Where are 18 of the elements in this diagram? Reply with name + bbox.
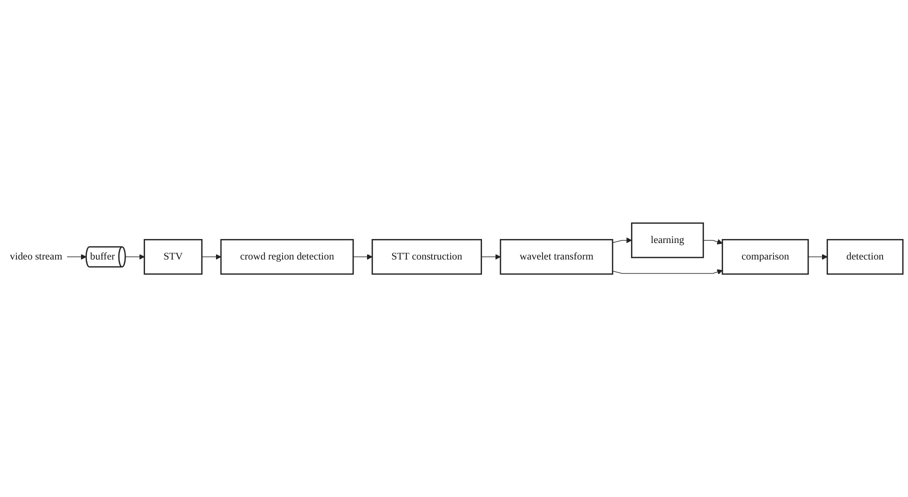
arrow (808, 254, 828, 260)
arrow (124, 254, 145, 260)
arrow (66, 254, 86, 260)
node-box: crowd region detection (220, 238, 354, 275)
arrow (612, 237, 632, 244)
node-box: learning (631, 222, 704, 258)
arrow (202, 254, 222, 260)
arrow (352, 254, 373, 260)
arrow (612, 269, 723, 275)
arrow (702, 239, 723, 244)
node-text: video stream (10, 251, 62, 262)
node-box: STT construction (372, 238, 482, 275)
node-box: STV (144, 238, 202, 275)
node-box: detection (826, 238, 904, 275)
arrow (481, 254, 501, 260)
node-box: comparison (722, 238, 809, 275)
node-box: wavelet transform (500, 238, 614, 275)
node-text: buffer (90, 251, 115, 262)
